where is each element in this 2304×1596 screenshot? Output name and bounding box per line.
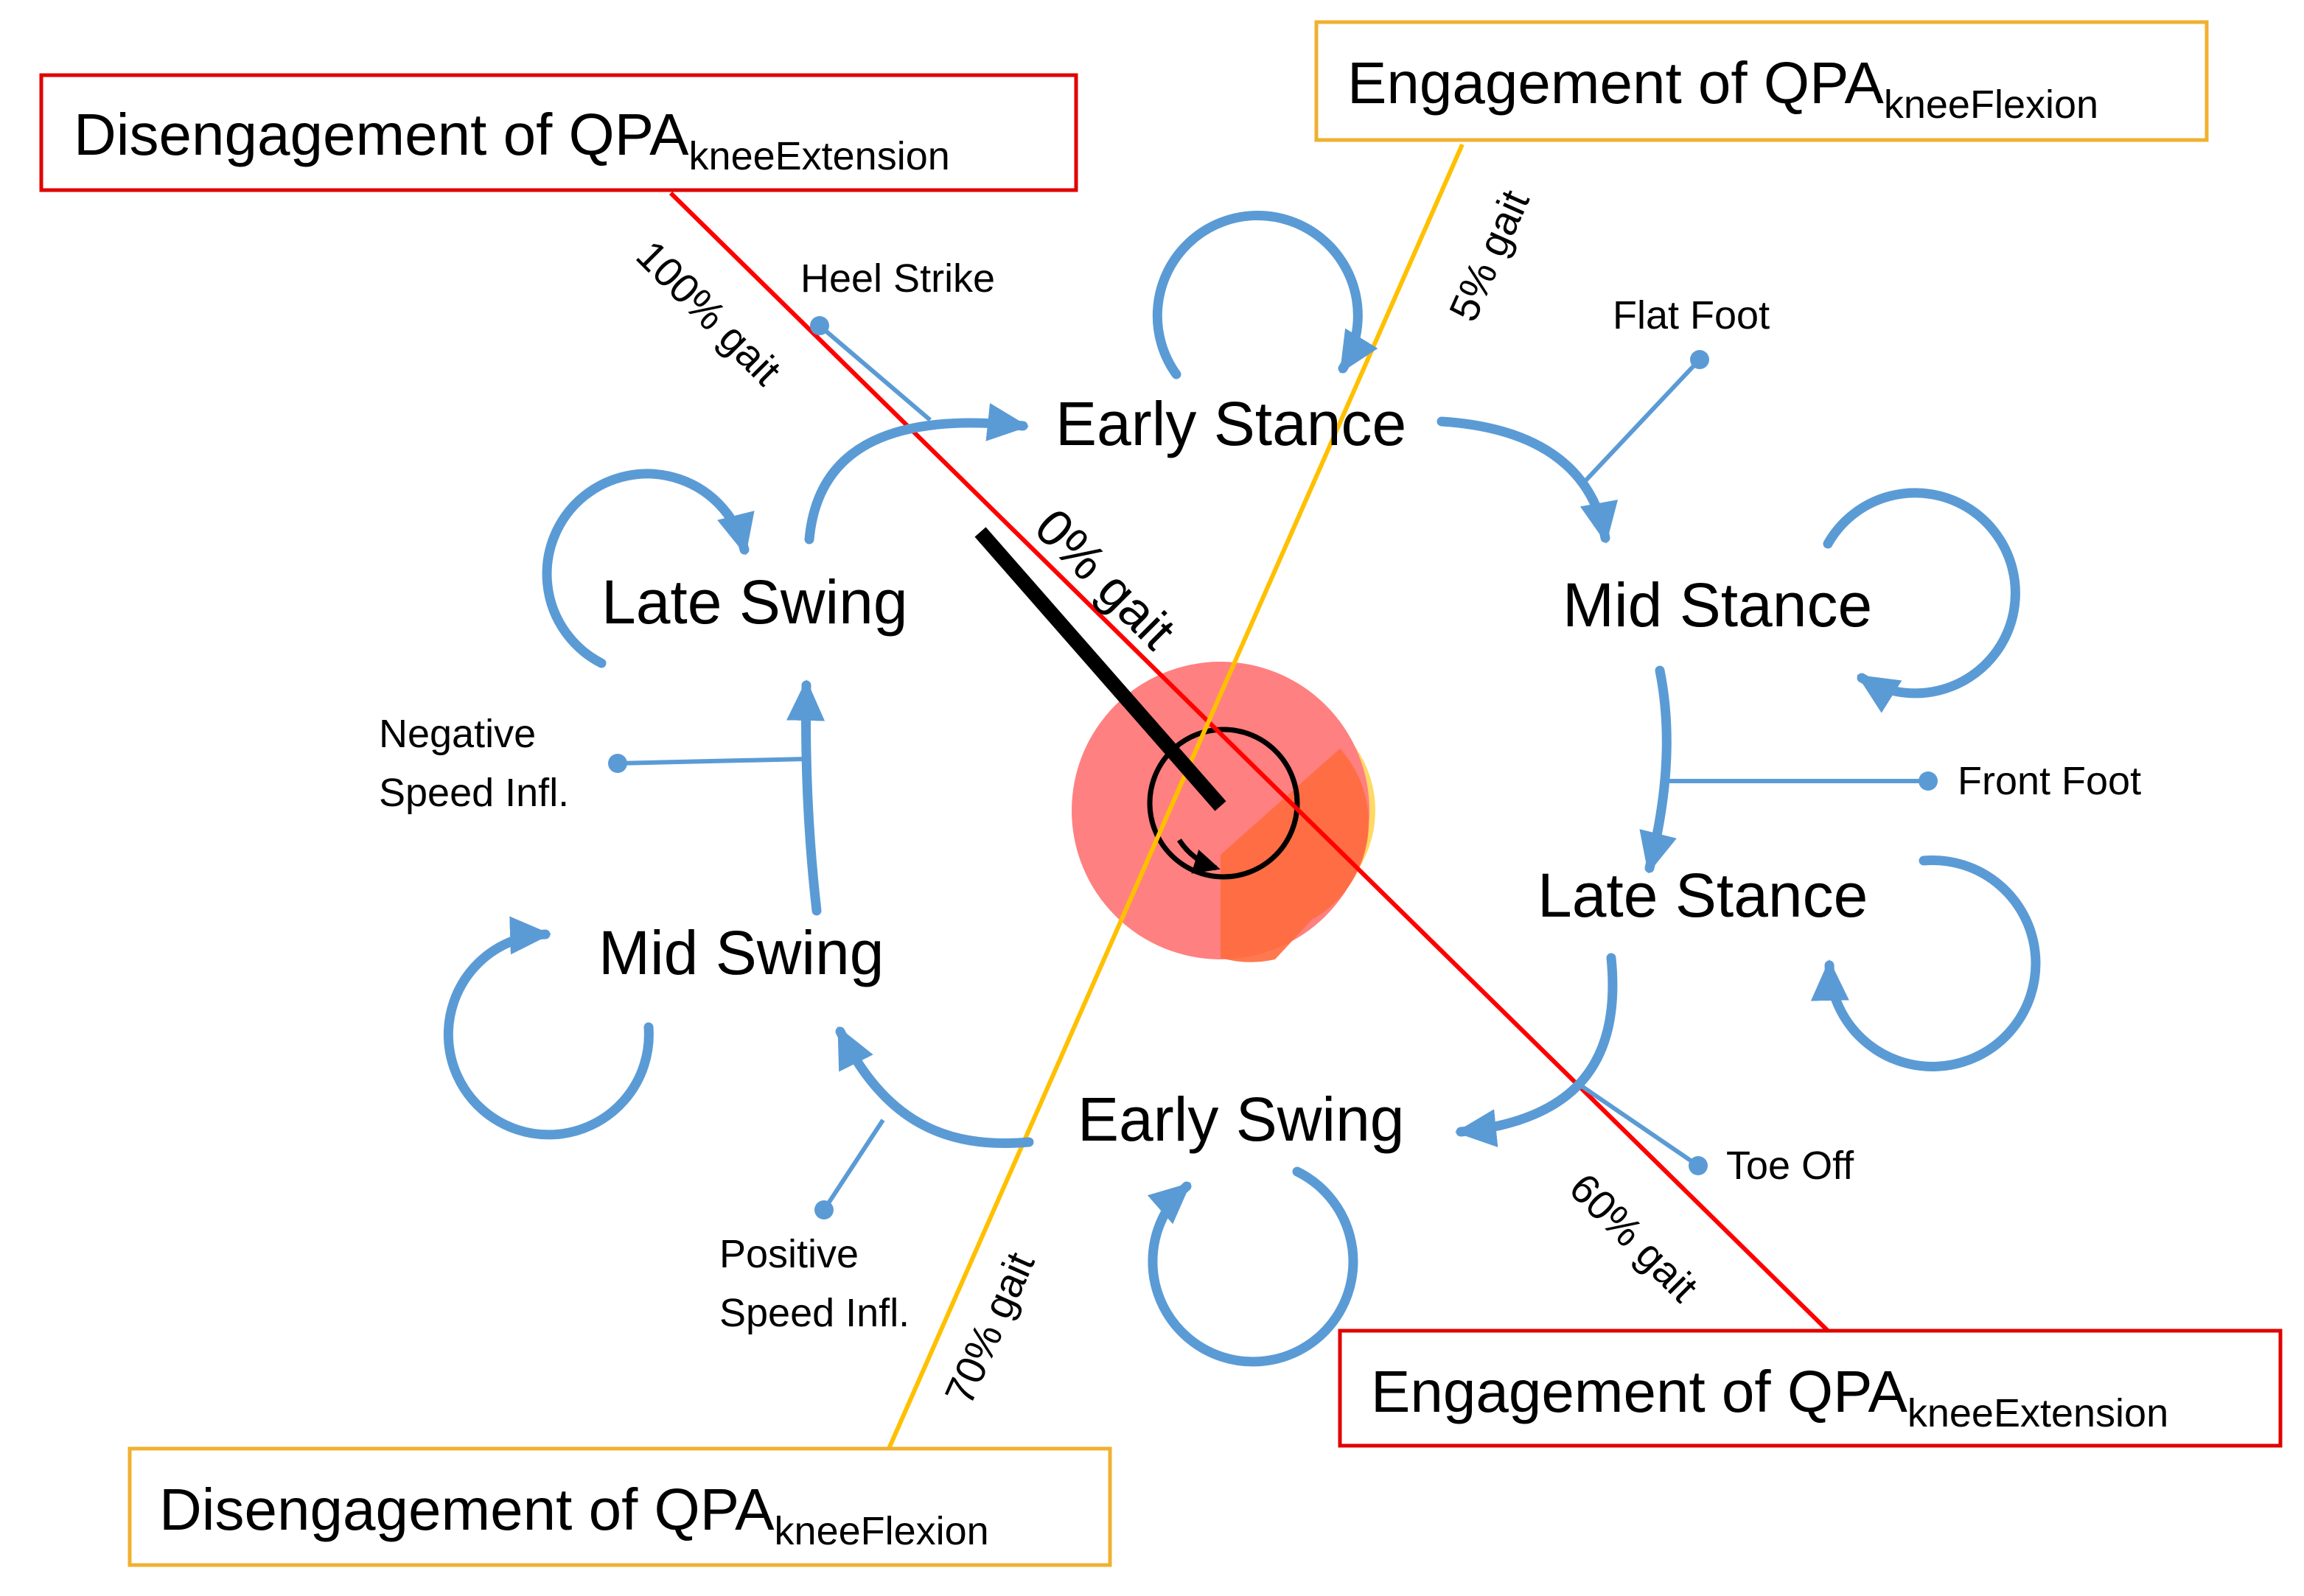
state-late-stance: Late Stance <box>1537 861 1868 930</box>
state-mid-swing: Mid Swing <box>598 918 884 987</box>
self-loop-late-stance <box>1810 855 2041 1071</box>
event-connectors <box>608 316 1938 1219</box>
event-positive-speed: Positive Speed Infl. <box>719 1232 910 1335</box>
box-disengage-flex-sub: kneeFlexion <box>775 1509 989 1553</box>
flat-foot-connector <box>1578 357 1702 489</box>
state-late-swing: Late Swing <box>601 567 908 637</box>
arrow-early-swing-to-mid-swing <box>835 1026 1034 1148</box>
toe-off-connector <box>1576 1081 1700 1168</box>
self-loop-mid-swing <box>443 916 654 1140</box>
box-engage-flex-sub: kneeFlexion <box>1884 83 2098 127</box>
arrow-mid-stance-to-late-stance <box>1639 665 1677 874</box>
knee-flexion-boundary-line <box>887 143 1465 1450</box>
negative-speed-connector <box>617 757 807 766</box>
negative-speed-dot <box>608 754 627 773</box>
event-heel-strike: Heel Strike <box>800 256 995 301</box>
box-disengage-ext-sub: kneeExtension <box>689 134 950 178</box>
self-loop-early-swing <box>1147 1166 1358 1367</box>
gait-cycle-center <box>1072 662 1375 962</box>
front-foot-dot <box>1919 771 1938 791</box>
state-early-swing: Early Swing <box>1078 1085 1405 1154</box>
positive-speed-dot <box>814 1200 834 1219</box>
box-disengage-knee-flexion: Disengagement of QPAkneeFlexion <box>128 1446 1112 1567</box>
arrow-late-swing-to-early-stance <box>804 403 1029 545</box>
knee-extension-boundary-line <box>668 191 1833 1336</box>
gait-label-100: 100% gait <box>628 231 791 394</box>
zero-gait-pointer <box>974 527 1226 811</box>
arrow-mid-swing-to-late-swing <box>786 679 825 916</box>
gait-label-0: 0% gait <box>1024 497 1186 659</box>
self-loops <box>443 210 2041 1367</box>
event-negative-speed-line2: Speed Infl. <box>379 771 569 815</box>
event-negative-speed-line1: Negative <box>379 712 536 756</box>
box-engage-ext-sub: kneeExtension <box>1907 1391 2168 1435</box>
positive-speed-connector <box>822 1119 885 1211</box>
arrow-late-stance-to-early-swing <box>1455 953 1618 1148</box>
svg-text:Disengagement of QPAkneeFlexio: Disengagement of QPAkneeFlexion <box>159 1477 989 1553</box>
heel-strike-connector <box>818 323 932 422</box>
self-loop-early-stance <box>1152 210 1378 379</box>
flat-foot-dot <box>1690 350 1709 369</box>
cycle-direction-arrow <box>1177 839 1221 874</box>
toe-off-dot <box>1689 1156 1708 1175</box>
event-positive-speed-line1: Positive <box>719 1232 859 1276</box>
event-toe-off: Toe Off <box>1726 1144 1854 1188</box>
svg-text:Disengagement of QPAkneeExtens: Disengagement of QPAkneeExtension <box>74 102 950 178</box>
self-loop-late-swing <box>542 469 755 668</box>
state-transitions <box>786 403 1677 1148</box>
box-disengage-ext-main: Disengagement of QPA <box>74 102 689 167</box>
state-mid-stance: Mid Stance <box>1563 570 1872 640</box>
svg-text:Engagement of QPAkneeFlexion: Engagement of QPAkneeFlexion <box>1347 50 2098 127</box>
box-engage-knee-extension: Engagement of QPAkneeExtension <box>1338 1329 2283 1448</box>
event-labels: Heel Strike Flat Foot Front Foot Toe Off… <box>379 256 2141 1335</box>
box-engage-knee-flexion: Engagement of QPAkneeFlexion <box>1314 20 2209 142</box>
state-early-stance: Early Stance <box>1055 389 1406 458</box>
box-disengage-flex-main: Disengagement of QPA <box>159 1477 775 1542</box>
event-front-foot: Front Foot <box>1958 759 2141 803</box>
cycle-direction-ring <box>1147 727 1300 880</box>
arrow-early-stance-to-mid-stance <box>1436 416 1619 544</box>
box-engage-flex-main: Engagement of QPA <box>1347 50 1884 116</box>
heel-strike-dot <box>810 316 829 335</box>
gait-label-70: 70% gait <box>935 1245 1043 1411</box>
event-flat-foot: Flat Foot <box>1613 293 1770 337</box>
event-negative-speed: Negative Speed Infl. <box>379 712 569 815</box>
svg-text:Engagement of QPAkneeExtension: Engagement of QPAkneeExtension <box>1371 1359 2168 1435</box>
state-labels: Early Stance Mid Stance Late Stance Earl… <box>598 389 1872 1154</box>
box-engage-ext-main: Engagement of QPA <box>1371 1359 1907 1424</box>
box-disengage-knee-extension: Disengagement of QPAkneeExtension <box>39 73 1078 192</box>
gait-label-5: 5% gait <box>1439 183 1538 328</box>
self-loop-mid-stance <box>1823 488 2020 713</box>
event-positive-speed-line2: Speed Infl. <box>719 1291 910 1335</box>
overlap-zone <box>1221 749 1369 962</box>
gait-label-60: 60% gait <box>1561 1164 1708 1311</box>
